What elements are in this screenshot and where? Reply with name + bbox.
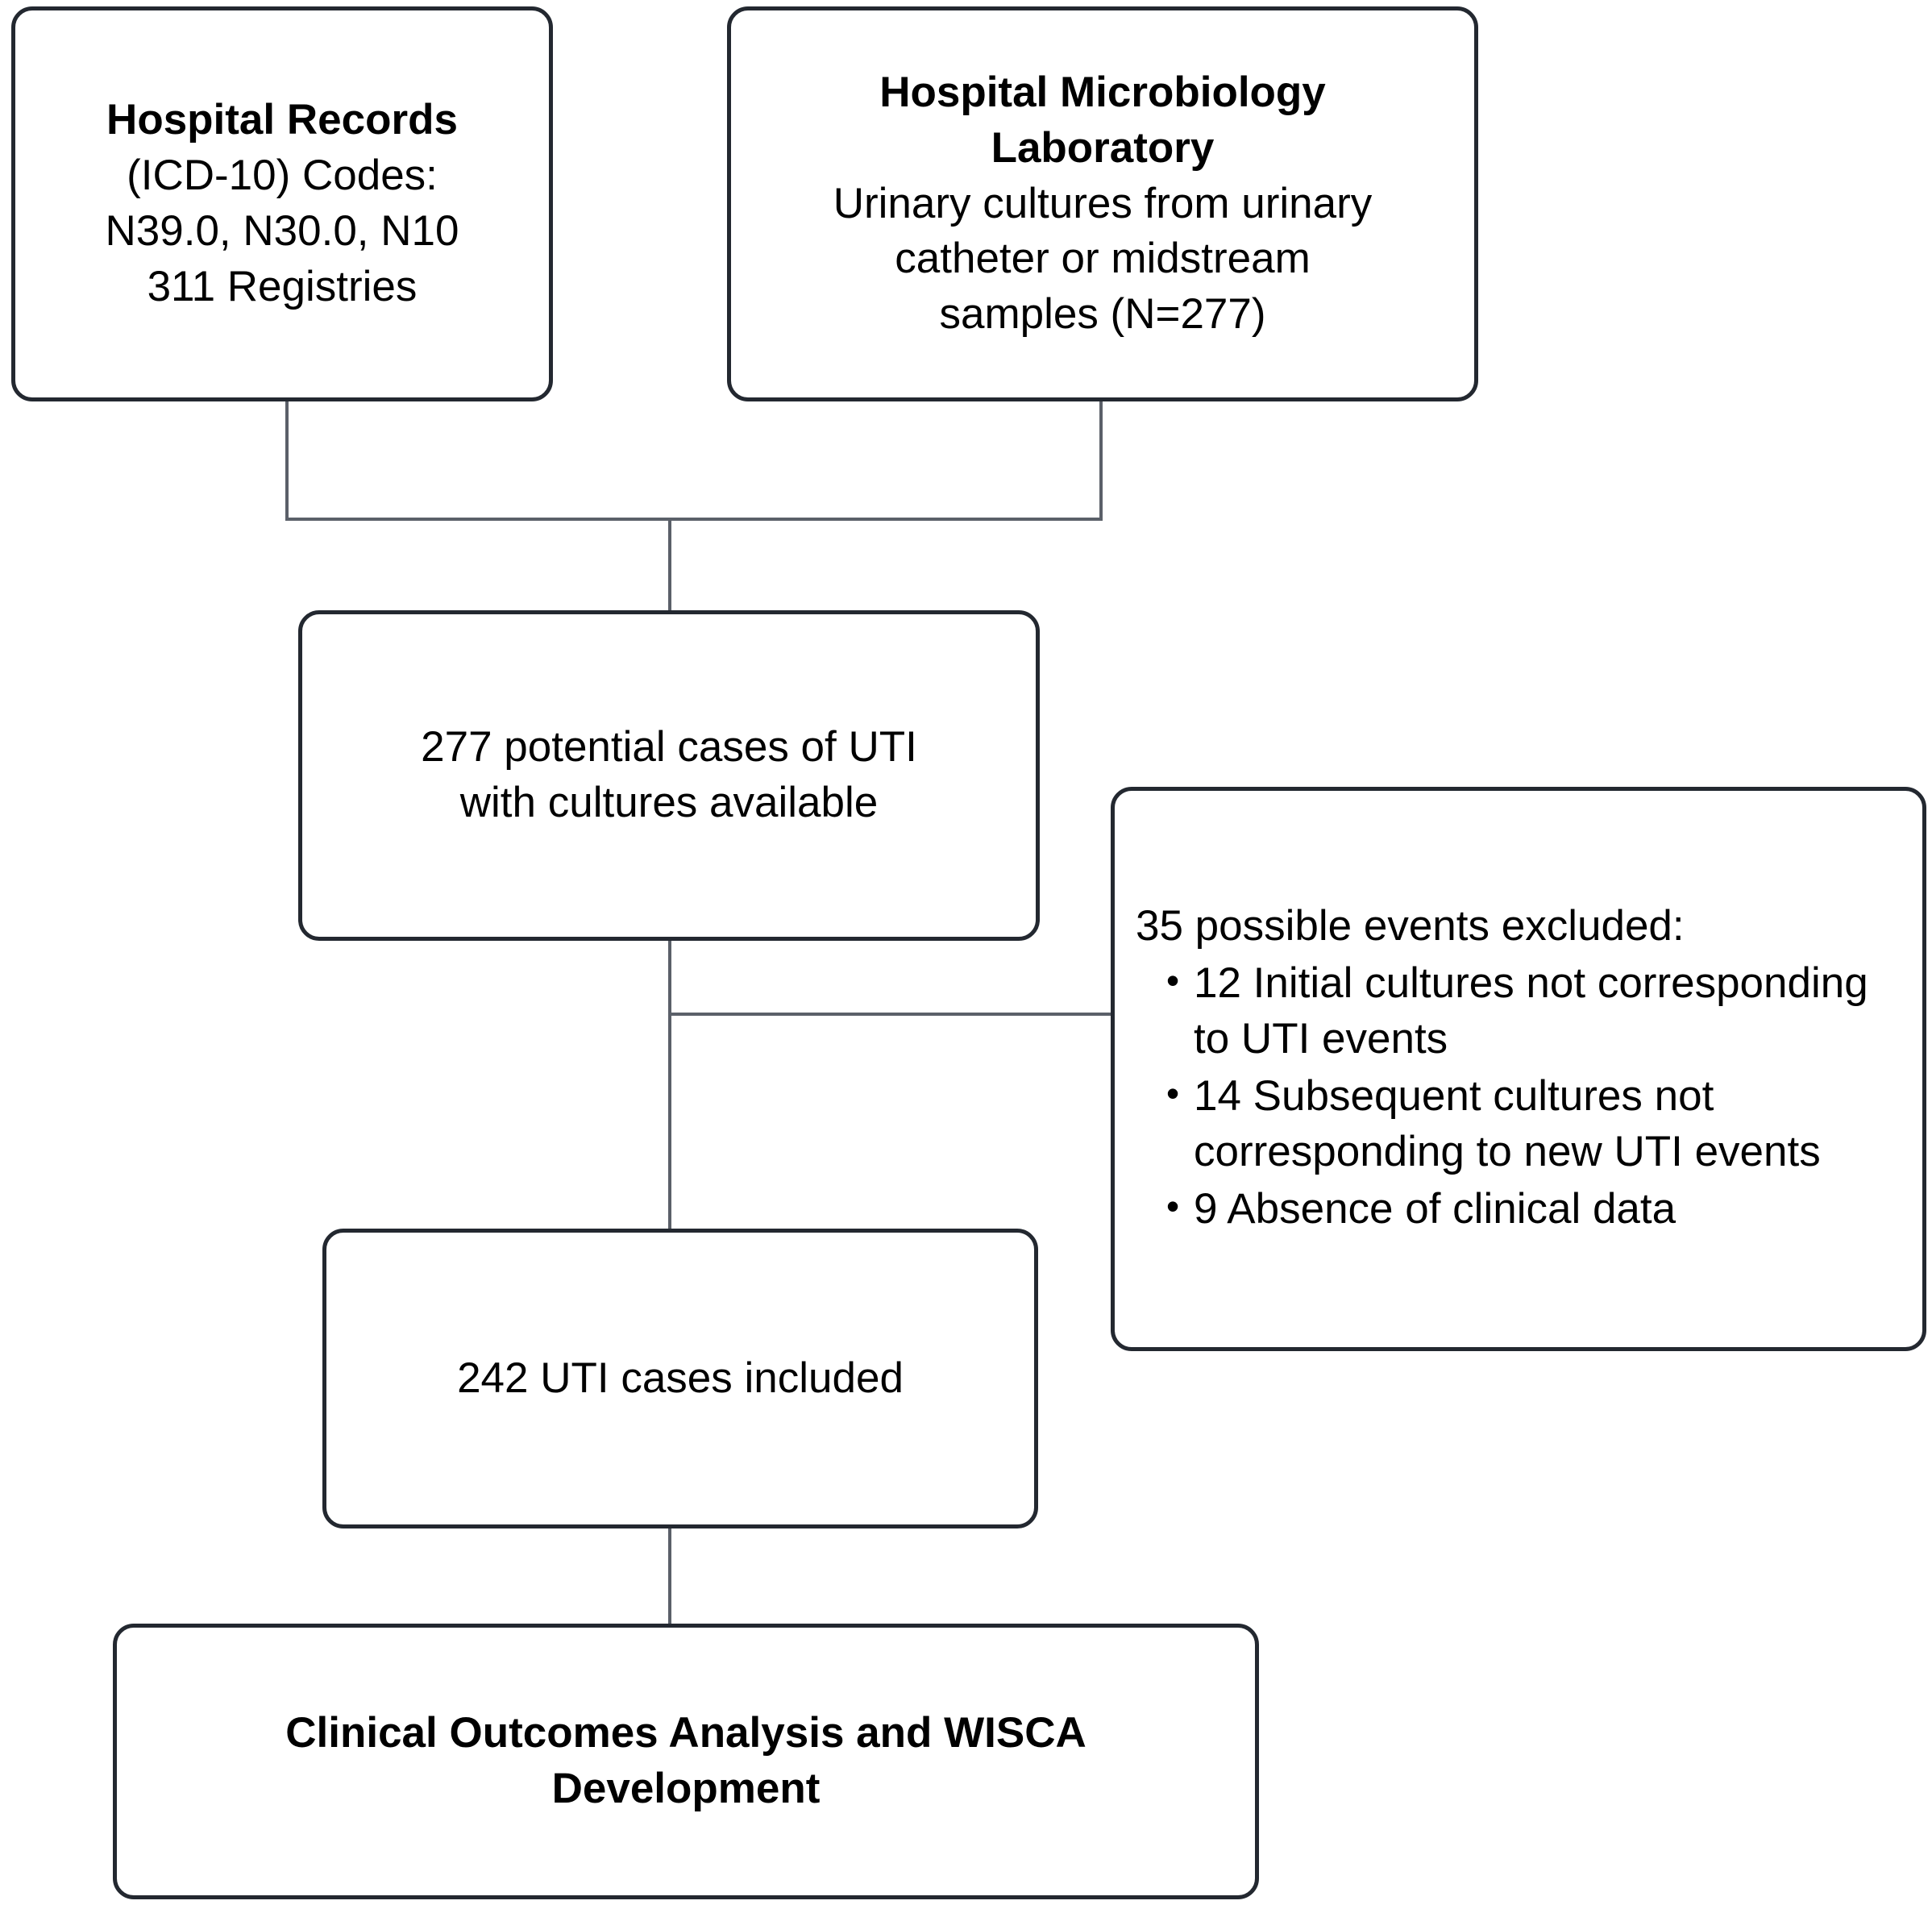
bullet-icon: • [1166,959,1180,1002]
node-hospital-records[interactable]: Hospital Records (ICD-10) Codes: N39.0, … [11,6,553,401]
included-cases-label: 242 UTI cases included [457,1354,904,1402]
outcomes-line1: Clinical Outcomes Analysis and WISCA [285,1709,1086,1757]
outcomes-line2: Development [551,1765,821,1812]
node-clinical-outcomes-analysis[interactable]: Clinical Outcomes Analysis and WISCA Dev… [113,1624,1259,1899]
excluded-heading: 35 possible events excluded: [1136,902,1685,950]
excluded-item-text: 9 Absence of clinical data [1194,1184,1676,1233]
potential-cases-line2: with cultures available [459,779,879,826]
edge-lab-to-join-vertical [1099,400,1103,519]
node-microbiology-laboratory[interactable]: Hospital Microbiology Laboratory Urinary… [727,6,1478,401]
edge-records-to-join-vertical [285,400,289,519]
edge-potential-to-excluded [668,1013,1113,1016]
hospital-records-codes-label: (ICD-10) Codes: [127,152,438,200]
microbiology-lab-heading-line2: Laboratory [991,123,1215,172]
excluded-item-text: 14 Subsequent cultures not corresponding… [1194,1072,1821,1175]
edge-potential-to-included [668,938,671,1232]
hospital-records-codes-values: N39.0, N30.0, N10 [105,207,459,255]
excluded-item: • 14 Subsequent cultures not correspondi… [1161,1069,1901,1180]
excluded-item-text: 12 Initial cultures not corresponding to… [1194,959,1868,1063]
node-potential-cases[interactable]: 277 potential cases of UTI with cultures… [298,610,1040,941]
excluded-item: • 12 Initial cultures not corresponding … [1161,956,1901,1067]
bullet-icon: • [1166,1184,1180,1227]
node-included-cases[interactable]: 242 UTI cases included [322,1229,1038,1528]
edge-join-to-potential-cases [668,518,671,613]
node-excluded-events[interactable]: 35 possible events excluded: • 12 Initia… [1111,787,1926,1351]
hospital-records-heading: Hospital Records [106,96,458,144]
microbiology-lab-body-line3: samples (N=277) [939,290,1266,339]
microbiology-lab-body-line1: Urinary cultures from urinary [833,179,1373,227]
microbiology-lab-heading-line1: Hospital Microbiology [879,68,1326,116]
potential-cases-line1: 277 potential cases of UTI [421,723,917,772]
bullet-icon: • [1166,1072,1180,1114]
edge-included-to-outcomes [668,1525,671,1627]
excluded-item: • 9 Absence of clinical data [1161,1182,1901,1237]
edge-top-join-horizontal [285,518,1103,521]
hospital-records-registry-count: 311 Registries [147,262,418,310]
excluded-items-list: • 12 Initial cultures not corresponding … [1136,956,1901,1238]
microbiology-lab-body-line2: catheter or midstream [895,235,1311,283]
